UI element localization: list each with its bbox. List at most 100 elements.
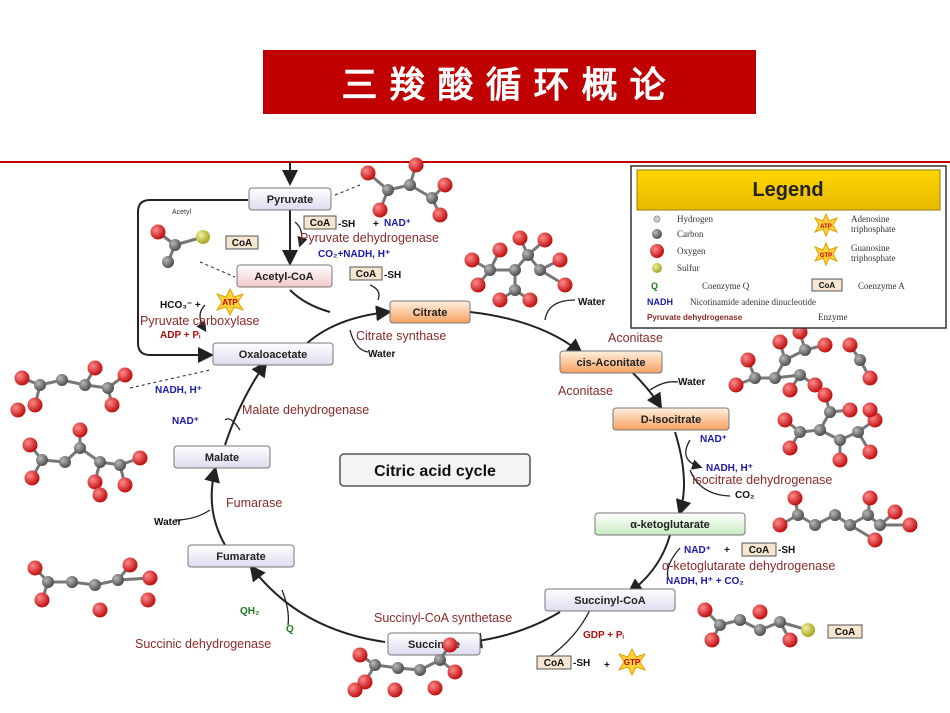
oxygen-atom: [492, 242, 508, 258]
svg-text:Citric acid cycle: Citric acid cycle: [374, 463, 496, 480]
oxygen-atom: [117, 367, 133, 383]
oxygen-atom: [10, 402, 26, 418]
oxygen-atom: [817, 337, 833, 353]
oxygen-atom: [787, 490, 803, 506]
enzyme-mdh: Malate dehydrogenase: [242, 403, 369, 417]
molecule-model: [22, 422, 148, 503]
mdh-nad: NAD⁺: [172, 416, 199, 427]
atp-icon: ATP: [215, 287, 245, 317]
carbon-atom: [509, 264, 521, 276]
carbon-atom: [844, 519, 856, 531]
oxygen-atom: [442, 637, 458, 653]
oxygen-atom: [557, 277, 573, 293]
oxygen-atom: [772, 517, 788, 533]
svg-text:Hydrogen: Hydrogen: [677, 214, 713, 224]
svg-text:Succinyl-CoA: Succinyl-CoA: [574, 595, 646, 607]
oxygen-atom: [24, 470, 40, 486]
svg-text:Adenosine: Adenosine: [851, 214, 890, 224]
carbon-atom: [834, 434, 846, 446]
oxygen-atom: [357, 674, 373, 690]
sulfur-atom: [801, 623, 815, 637]
svg-text:-SH: -SH: [778, 545, 795, 556]
enzyme-sdh: Succinic dehydrogenase: [135, 637, 271, 651]
svg-text:-SH: -SH: [384, 270, 401, 281]
acetyl-label: Acetyl: [172, 209, 192, 216]
oxygen-atom: [887, 504, 903, 520]
carbon-atom: [34, 379, 46, 391]
svg-text:Q: Q: [651, 281, 658, 291]
svg-text:D-Isocitrate: D-Isocitrate: [641, 414, 702, 426]
carbon-atom: [852, 426, 864, 438]
oxygen-atom: [704, 632, 720, 648]
page-title: 三羧酸循环概论: [263, 50, 756, 114]
svg-text:Malate: Malate: [205, 452, 239, 464]
svg-text:Carbon: Carbon: [677, 229, 704, 239]
oxygen-atom: [552, 252, 568, 268]
oxygen-atom: [867, 532, 883, 548]
carbon-atom: [754, 624, 766, 636]
carbon-atom: [769, 372, 781, 384]
svg-text:Pyruvate dehydrogenase: Pyruvate dehydrogenase: [647, 313, 743, 322]
oxygen-atom: [387, 682, 403, 698]
oxygen-atom: [142, 570, 158, 586]
metabolite-isocitrate: D-Isocitrate: [612, 407, 730, 431]
svg-text:GTP: GTP: [624, 658, 641, 667]
oxygen-atom: [87, 474, 103, 490]
carbon-atom: [94, 456, 106, 468]
metabolite-succinate: Succinate: [387, 632, 481, 656]
enzyme-aconitase-2: Aconitase: [558, 384, 613, 398]
oxygen-atom: [862, 370, 878, 386]
scs-coa-output: CoA -SH +: [536, 655, 610, 671]
akgdh-inputs: NAD⁺ + CoA -SH: [684, 542, 795, 557]
metabolite-cis-aconitate: cis-Aconitate: [559, 350, 663, 374]
carbon-atom: [814, 424, 826, 436]
carbon-atom: [414, 664, 426, 676]
oxygen-atom: [427, 680, 443, 696]
carbon-atom: [534, 264, 546, 276]
oxygen-atom: [360, 165, 376, 181]
enzyme-idh: Isocitrate dehydrogenase: [692, 473, 832, 487]
carbon-atom: [779, 354, 791, 366]
oxygen-atom: [132, 450, 148, 466]
oxygen-atom: [862, 490, 878, 506]
svg-text:Coenzyme A: Coenzyme A: [858, 281, 905, 291]
carbon-atom: [404, 179, 416, 191]
oxygen-atom: [842, 337, 858, 353]
molecule-models: [10, 157, 918, 698]
oxygen-atom: [697, 602, 713, 618]
qh2: QH₂: [240, 606, 259, 617]
svg-text:CoA: CoA: [232, 238, 253, 249]
svg-text:triphosphate: triphosphate: [851, 253, 896, 263]
acetyl-coa-coa: CoA -SH: [349, 266, 401, 281]
oxygen-atom: [437, 177, 453, 193]
enzyme-akgdh: α-ketoglutarate dehydrogenase: [662, 559, 835, 573]
svg-text:ATP: ATP: [222, 298, 238, 307]
carbon-atom: [794, 426, 806, 438]
oxygen-atom: [72, 422, 88, 438]
svg-text:Acetyl-CoA: Acetyl-CoA: [254, 271, 313, 283]
center-label: Citric acid cycle: [339, 453, 531, 487]
svg-text:triphosphate: triphosphate: [851, 224, 896, 234]
svg-text:cis-Aconitate: cis-Aconitate: [576, 357, 645, 369]
svg-text:-SH: -SH: [573, 658, 590, 669]
carbon-atom: [792, 509, 804, 521]
oxygen-atom: [817, 387, 833, 403]
carbon-atom: [734, 614, 746, 626]
enzyme-fumarase: Fumarase: [226, 496, 282, 510]
svg-text:+: +: [373, 219, 379, 230]
metabolite-fumarate: Fumarate: [187, 544, 295, 568]
svg-text:Coenzyme Q: Coenzyme Q: [702, 281, 750, 291]
carbon-atom: [522, 249, 534, 261]
carbon-atom: [799, 344, 811, 356]
oxygen-atom: [372, 202, 388, 218]
oxygen-atom: [728, 377, 744, 393]
enzyme-pyruvate-carboxylase: Pyruvate carboxylase: [140, 314, 260, 328]
oxygen-atom: [87, 360, 103, 376]
hco3: HCO₃⁻ +: [160, 300, 201, 311]
oxygen-atom: [27, 397, 43, 413]
oxygen-atom: [92, 602, 108, 618]
oxygen-atom: [752, 604, 768, 620]
molecule-model: [150, 224, 210, 268]
oxygen-atom: [772, 334, 788, 350]
carbon-atom: [102, 382, 114, 394]
